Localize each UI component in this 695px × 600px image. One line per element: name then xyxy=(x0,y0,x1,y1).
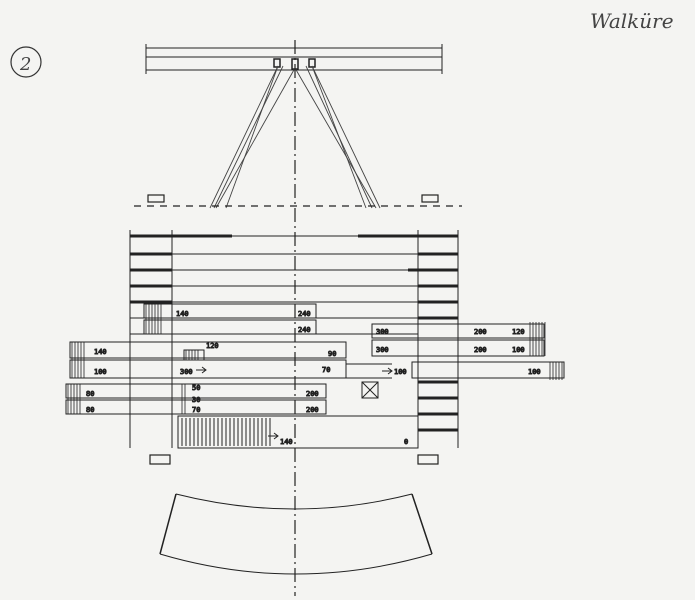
sheet-number: 2 xyxy=(19,54,31,75)
label-right-5: 200 xyxy=(474,346,487,354)
label-mid-3: 90 xyxy=(328,350,336,358)
label-right-2: 200 xyxy=(474,328,487,336)
label-lower-3: 30 xyxy=(192,396,200,404)
right-light-box xyxy=(421,194,439,203)
left-upper-platforms: 140 240 240 xyxy=(143,303,317,335)
stage-frame xyxy=(129,230,459,448)
label-mid-1: 140 xyxy=(94,348,107,356)
orchestra-pit xyxy=(159,493,433,575)
pit-end-label: 0 xyxy=(404,438,408,446)
label-lower-7: 80 xyxy=(86,406,94,414)
center-walkway: 100 xyxy=(346,363,407,399)
label-right-6: 100 xyxy=(512,346,525,354)
label-right-1: 300 xyxy=(376,328,389,336)
pit-label: 140 xyxy=(280,438,293,446)
label-row-70: 70 xyxy=(322,366,330,374)
label-right-4: 300 xyxy=(376,346,389,354)
left-mid-platforms: 140 120 90 100 300 70 xyxy=(69,341,347,379)
label-mid-2: 120 xyxy=(206,342,219,350)
left-light-box xyxy=(147,194,165,203)
label-lower-2: 50 xyxy=(192,384,200,392)
label-lower-5: 200 xyxy=(306,390,319,398)
label-lower-6: 200 xyxy=(306,406,319,414)
label-upper-3: 240 xyxy=(298,326,311,334)
left-footlight xyxy=(149,454,171,465)
batten-lines xyxy=(130,234,458,432)
label-lower-4: 70 xyxy=(192,406,200,414)
label-upper-2: 240 xyxy=(298,310,311,318)
label-center-100: 100 xyxy=(394,368,407,376)
right-footlight xyxy=(417,454,439,465)
sight-lines xyxy=(209,65,381,209)
label-row-300: 300 xyxy=(180,368,193,376)
label-row-100: 100 xyxy=(94,368,107,376)
label-right-3: 120 xyxy=(512,328,525,336)
sheet-number-badge: 2 xyxy=(10,46,42,78)
left-lower-platforms: 80 50 30 70 200 200 80 xyxy=(65,383,327,415)
label-right-7: 100 xyxy=(528,368,541,376)
right-platforms: 300 200 120 300 200 100 100 xyxy=(371,322,565,380)
pit-stairs: 140 0 xyxy=(177,415,419,449)
label-lower-1: 80 xyxy=(86,390,94,398)
label-upper-1: 140 xyxy=(176,310,189,318)
sheet-title: Walküre xyxy=(590,9,674,33)
